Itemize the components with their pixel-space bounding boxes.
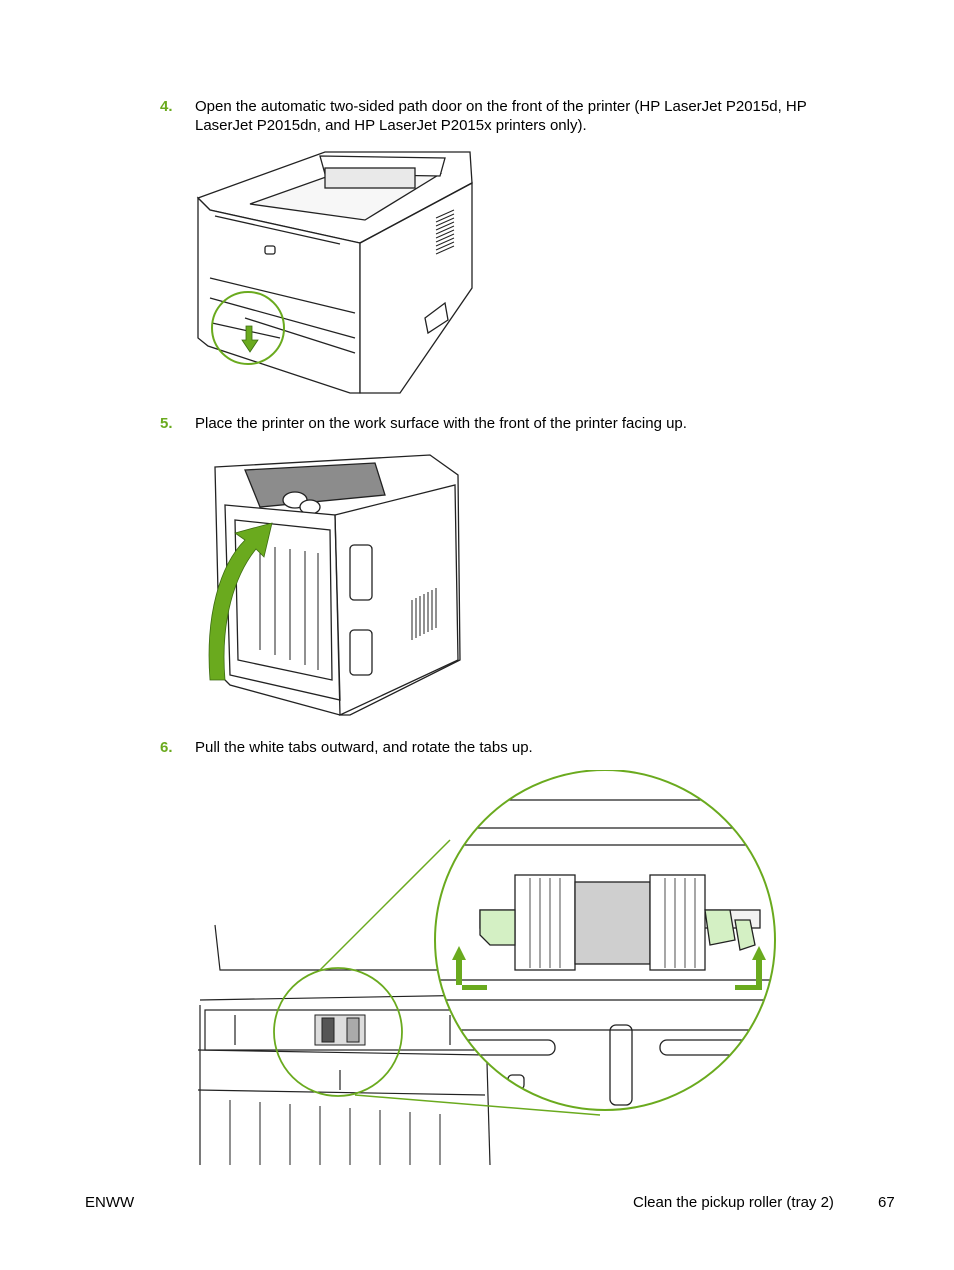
step-number: 4. <box>160 98 173 115</box>
step-text: Place the printer on the work surface wi… <box>195 415 687 432</box>
step-number: 5. <box>160 415 173 432</box>
step-text: Open the automatic two-sided path door o… <box>195 98 807 134</box>
step-text: Pull the white tabs outward, and rotate … <box>195 739 533 756</box>
page-number: 67 <box>878 1194 895 1211</box>
printer-duplex-door-illustration <box>190 148 480 398</box>
footer-left: ENWW <box>85 1194 135 1211</box>
footer-section-title: Clean the pickup roller (tray 2) <box>633 1194 834 1211</box>
printer-facing-up-illustration <box>190 445 470 720</box>
step-number: 6. <box>160 739 173 756</box>
pickup-roller-tabs-illustration <box>190 770 790 1170</box>
